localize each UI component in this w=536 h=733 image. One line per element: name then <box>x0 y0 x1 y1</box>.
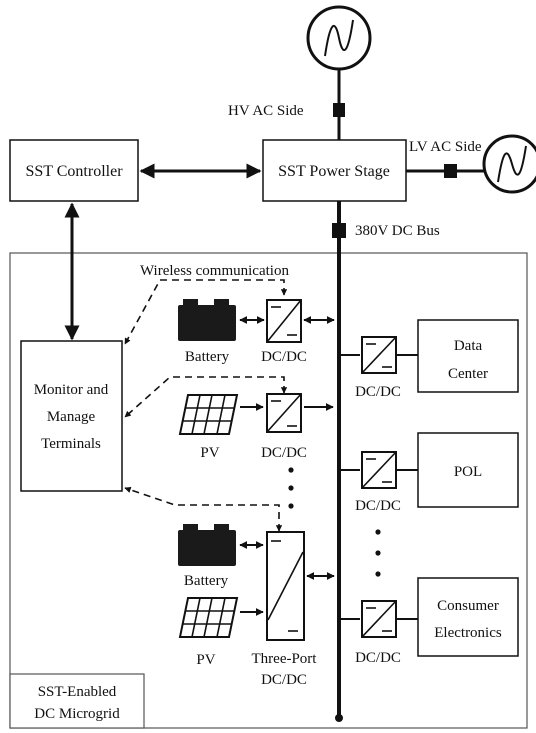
pv-label: PV <box>200 445 219 461</box>
battery-label: Battery <box>185 349 230 365</box>
three-port-label-2: DC/DC <box>261 672 307 688</box>
wireless-link-1 <box>124 279 288 345</box>
lv-breaker <box>444 164 457 178</box>
monitor-label-3: Terminals <box>41 436 101 452</box>
data-center-label-2: Center <box>448 366 488 382</box>
hv-ac-source <box>306 5 372 71</box>
dcdc-label: DC/DC <box>355 650 401 666</box>
ellipsis-dots <box>288 467 294 509</box>
pol-label: POL <box>454 464 482 480</box>
monitor-label-2: Manage <box>47 409 96 425</box>
microgrid-label-box <box>9 673 145 729</box>
dcdc-converter-icon <box>361 451 397 489</box>
pv-panel-icon <box>178 597 239 638</box>
microgrid-boundary <box>9 252 528 729</box>
data-center-label-1: Data <box>454 338 483 354</box>
microgrid-label: SST-Enabled <box>38 684 117 700</box>
monitor-terminals-box <box>20 340 123 492</box>
battery-icon <box>178 524 236 566</box>
three-port-converter-icon <box>266 531 305 641</box>
microgrid-label-2: DC Microgrid <box>34 706 120 722</box>
sst-controller-box <box>9 139 139 202</box>
monitor-label-1: Monitor and <box>34 382 109 398</box>
battery-label: Battery <box>184 573 229 589</box>
consumer-label-1: Consumer <box>437 598 499 614</box>
hv-ac-side-label: HV AC Side <box>228 103 304 119</box>
three-port-label-1: Three-Port <box>252 651 318 667</box>
sst-power-stage-label: SST Power Stage <box>278 163 390 180</box>
dcdc-label: DC/DC <box>261 349 307 365</box>
ellipsis-dots <box>375 529 381 577</box>
wireless-link-3 <box>124 486 283 532</box>
dcdc-label: DC/DC <box>355 384 401 400</box>
dcdc-label: DC/DC <box>261 445 307 461</box>
sst-power-stage-box <box>262 139 407 202</box>
sst-controller-label: SST Controller <box>25 163 123 180</box>
consumer-electronics-box <box>417 577 519 657</box>
hv-breaker <box>333 103 345 117</box>
data-center-box <box>417 319 519 393</box>
dcdc-converter-icon <box>361 336 397 374</box>
wireless-link-2 <box>124 376 288 418</box>
dcdc-converter-icon <box>361 600 397 638</box>
dc-bus-breaker <box>332 223 346 238</box>
pol-box <box>417 432 519 508</box>
lv-ac-side-label: LV AC Side <box>409 139 482 155</box>
battery-icon <box>178 299 236 341</box>
dc-bus-label: 380V DC Bus <box>355 223 440 239</box>
dcdc-converter-icon <box>266 393 302 433</box>
dc-bus-end <box>335 714 343 722</box>
wireless-label: Wireless communication <box>140 263 289 279</box>
pv-panel-icon <box>178 394 239 435</box>
consumer-label-2: Electronics <box>434 625 502 641</box>
pv-label: PV <box>196 652 215 668</box>
dcdc-label: DC/DC <box>355 498 401 514</box>
lv-ac-source <box>482 134 536 194</box>
dcdc-converter-icon <box>266 299 302 343</box>
